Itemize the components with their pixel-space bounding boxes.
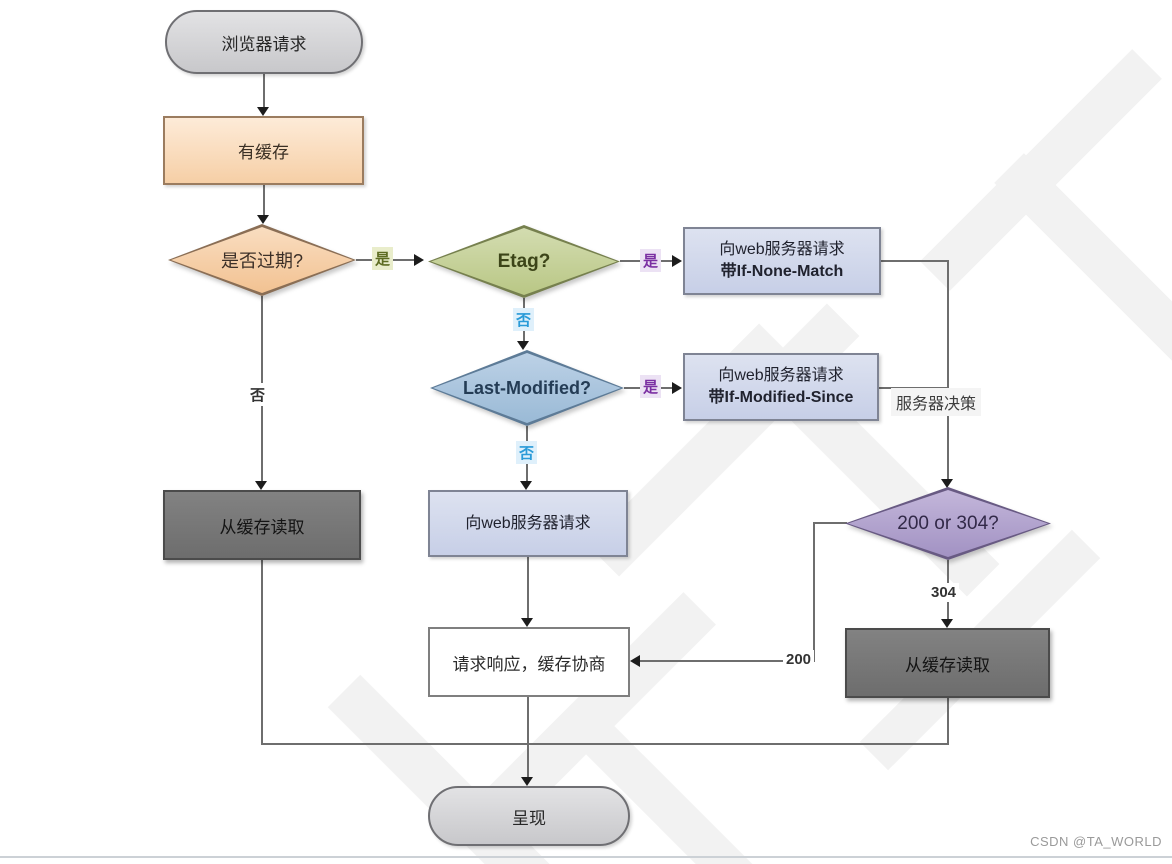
node-request-if-none-match-line1: 向web服务器请求 bbox=[719, 241, 845, 259]
edge-webrequest-response-arrow bbox=[521, 618, 533, 627]
edge-ifnonematch-rail-line bbox=[881, 260, 949, 262]
edge-response-render-arrow bbox=[521, 777, 533, 786]
node-browser-request-label: 浏览器请求 bbox=[221, 34, 307, 54]
edge-status-200-arrow bbox=[630, 655, 640, 667]
edge-etag-ifnonematch-arrow bbox=[672, 255, 682, 267]
edge-hascache-expired-arrow bbox=[257, 215, 269, 224]
edge-bottomrail-left-line bbox=[261, 743, 529, 745]
edge-status-200-line-vertical bbox=[813, 522, 815, 662]
node-read-cache-left-label: 从缓存读取 bbox=[219, 517, 305, 537]
node-response-negotiation: 请求响应，缓存协商 bbox=[428, 627, 630, 697]
edge-label-yes-etag: 是 bbox=[640, 249, 662, 272]
edge-webrequest-response-line bbox=[527, 557, 529, 620]
node-etag-decision-label: Etag? bbox=[497, 250, 551, 272]
node-read-cache-left: 从缓存读取 bbox=[163, 490, 361, 560]
edge-label-no-etag: 否 bbox=[513, 308, 535, 331]
edge-lastmodified-webrequest-arrow bbox=[520, 481, 532, 490]
node-status-decision: 200 or 304? bbox=[845, 487, 1051, 560]
node-read-cache-right: 从缓存读取 bbox=[845, 628, 1050, 698]
edge-expired-etag-arrow bbox=[414, 254, 424, 266]
node-has-cache-label: 有缓存 bbox=[238, 143, 289, 162]
edge-label-304: 304 bbox=[928, 583, 960, 602]
node-last-modified-decision-label: Last-Modified? bbox=[463, 377, 591, 398]
edge-hascache-expired-line bbox=[263, 185, 265, 217]
edge-start-hascache-line bbox=[263, 74, 265, 110]
edge-rail-status-arrow bbox=[941, 479, 953, 488]
node-browser-request: 浏览器请求 bbox=[165, 10, 363, 74]
node-request-if-modified-since: 向web服务器请求 带If-Modified-Since bbox=[683, 353, 879, 421]
edge-bottomrail-right-line bbox=[527, 743, 949, 745]
edge-expired-readcacheleft-arrow bbox=[255, 481, 267, 490]
node-has-cache: 有缓存 bbox=[163, 116, 364, 185]
edge-lastmodified-ifmodifiedsince-arrow bbox=[672, 382, 682, 394]
edge-label-200: 200 bbox=[783, 650, 815, 669]
node-web-request: 向web服务器请求 bbox=[428, 490, 628, 557]
csdn-credit-text: CSDN @TA_WORLD bbox=[1030, 834, 1162, 849]
node-render: 呈现 bbox=[428, 786, 630, 846]
node-request-if-none-match-line2: 带If-None-Match bbox=[720, 263, 844, 280]
edge-label-no-last-modified: 否 bbox=[516, 441, 538, 464]
node-expired-decision-fill: 是否过期? bbox=[171, 227, 353, 293]
node-etag-decision: Etag? bbox=[428, 225, 620, 298]
node-web-request-label: 向web服务器请求 bbox=[465, 514, 591, 532]
edge-label-no-expired: 否 bbox=[247, 383, 269, 406]
node-request-if-modified-since-line2: 带If-Modified-Since bbox=[708, 389, 854, 406]
node-status-decision-fill: 200 or 304? bbox=[848, 490, 1048, 557]
node-last-modified-decision: Last-Modified? bbox=[430, 350, 624, 426]
edge-label-server-decision: 服务器决策 bbox=[891, 388, 982, 416]
node-response-negotiation-label: 请求响应，缓存协商 bbox=[452, 654, 606, 674]
background-watermark-shape bbox=[994, 153, 1172, 367]
node-read-cache-right-label: 从缓存读取 bbox=[905, 655, 990, 675]
node-last-modified-decision-fill: Last-Modified? bbox=[433, 353, 621, 423]
edge-readcacheleft-rail-line bbox=[261, 560, 263, 745]
node-render-label: 呈现 bbox=[512, 808, 546, 828]
edge-etag-lastmodified-arrow bbox=[517, 341, 529, 350]
edge-label-yes-last-modified: 是 bbox=[640, 375, 662, 398]
edge-status-200-line-bottom bbox=[639, 660, 815, 662]
edge-status-readcacheright-arrow bbox=[941, 619, 953, 628]
node-expired-decision: 是否过期? bbox=[168, 224, 356, 296]
node-etag-decision-fill: Etag? bbox=[431, 228, 617, 295]
node-expired-decision-label: 是否过期? bbox=[220, 251, 303, 271]
bottom-divider bbox=[0, 856, 1172, 858]
node-status-decision-label: 200 or 304? bbox=[897, 512, 999, 534]
edge-label-yes-expired: 是 bbox=[372, 247, 394, 270]
edge-start-hascache-arrow bbox=[257, 107, 269, 116]
node-request-if-modified-since-line1: 向web服务器请求 bbox=[718, 367, 844, 385]
edge-response-render-line bbox=[527, 697, 529, 780]
edge-readcacheright-rail-line bbox=[947, 698, 949, 745]
node-request-if-none-match: 向web服务器请求 带If-None-Match bbox=[683, 227, 881, 295]
edge-rail-status-line bbox=[947, 260, 949, 481]
edge-status-200-line-top bbox=[813, 522, 847, 524]
